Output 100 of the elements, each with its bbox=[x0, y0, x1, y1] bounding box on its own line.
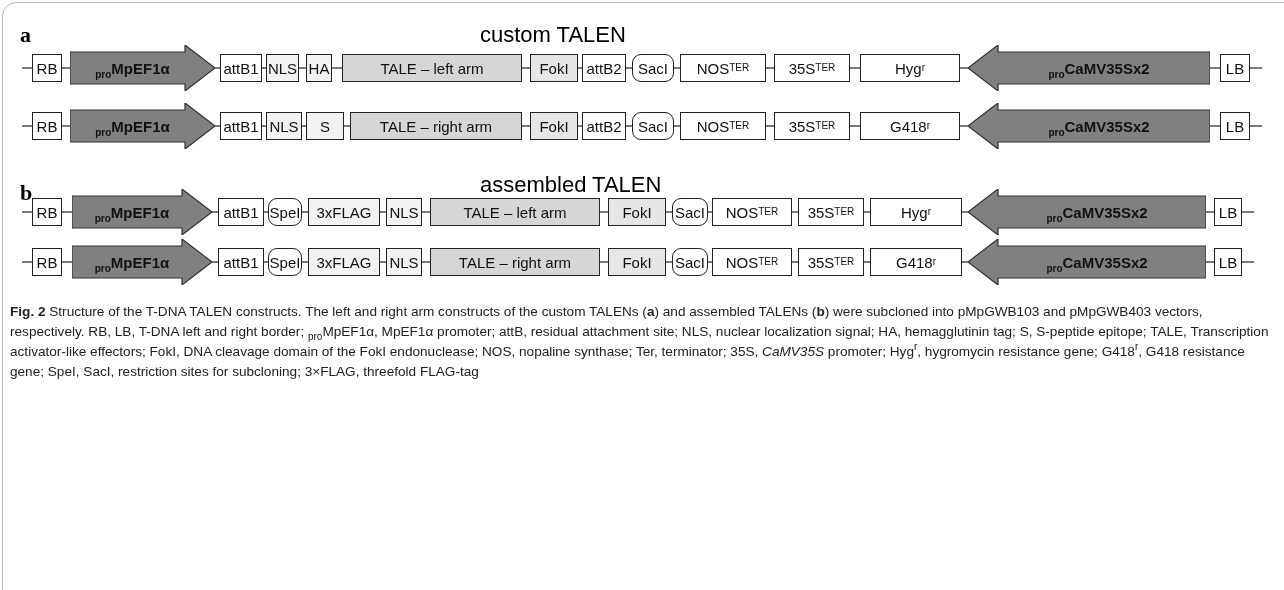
backbone-line bbox=[21, 67, 33, 69]
backbone-line bbox=[214, 125, 221, 127]
backbone-line bbox=[1209, 125, 1221, 127]
panel-heading: custom TALEN bbox=[480, 22, 626, 48]
segment-box: RB bbox=[32, 198, 62, 226]
backbone-line bbox=[625, 67, 633, 69]
backbone-line bbox=[421, 211, 431, 213]
segment-box: RB bbox=[32, 112, 62, 140]
panel-letter: b bbox=[20, 180, 33, 206]
segment-box: attB1 bbox=[218, 198, 264, 226]
panel-heading: assembled TALEN bbox=[480, 172, 662, 198]
backbone-line bbox=[1209, 67, 1221, 69]
segment-box: attB2 bbox=[582, 112, 626, 140]
backbone-line bbox=[599, 261, 609, 263]
promoter-block: $_{pro}$CaMV35Sx2 bbox=[968, 45, 1210, 91]
segment-box: Hyg$^{r}$ bbox=[860, 54, 960, 82]
promoter-block: $_{pro}$MpEF1α bbox=[72, 239, 212, 285]
domain-box: FokI bbox=[530, 112, 578, 140]
backbone-line bbox=[521, 67, 531, 69]
segment-box: G418$^{r}$ bbox=[870, 248, 962, 276]
domain-box: FokI bbox=[530, 54, 578, 82]
backbone-line bbox=[298, 67, 307, 69]
backbone-line bbox=[577, 67, 583, 69]
backbone-line bbox=[214, 67, 221, 69]
segment-box: Hyg$^{r}$ bbox=[870, 198, 962, 226]
backbone-line bbox=[261, 67, 267, 69]
tag-box: NLS bbox=[386, 198, 422, 226]
backbone-line bbox=[959, 125, 969, 127]
backbone-line bbox=[211, 261, 219, 263]
backbone-line bbox=[379, 261, 387, 263]
backbone-line bbox=[765, 125, 775, 127]
site-box: SacI bbox=[672, 198, 708, 226]
figure-caption: Fig. 2 Structure of the T-DNA TALEN constructs. The left and right arm constructs of the custom TALENs (a) and assembled TALENs (b) were subcloned into pMpGWB103 and pMpGWB403 vectors, respectively. RB, LB, T-DNA left and right border; $_{pro}$MpEF1α, MpEF1α promoter; attB, residual attachment site; NLS, nuclear localization signal; HA, hemagglutinin tag; S, S-peptide epitope; TALE, Transcription activator-like effectors; FokI, DNA cleavage domain of the FokI endonuclease; NOS, nopaline synthase; Ter, terminator; 35S, CaMV35S promoter; Hyg$^{r}$, hygromycin resistance gene; G418$^{r}$, G418 resistance gene; SpeI, SacI, restriction sites for subcloning; 3×FLAG, threefold FLAG-tag bbox=[10, 303, 1270, 381]
backbone-line bbox=[849, 67, 861, 69]
segment-box: attB2 bbox=[582, 54, 626, 82]
segment-box: RB bbox=[32, 54, 62, 82]
backbone-line bbox=[1249, 125, 1263, 127]
backbone-line bbox=[343, 125, 351, 127]
panel-letter: a bbox=[20, 22, 31, 48]
tag-box: NLS bbox=[266, 54, 299, 82]
backbone-line bbox=[959, 67, 969, 69]
backbone-line bbox=[961, 261, 969, 263]
arm-box: TALE – right arm bbox=[350, 112, 522, 140]
tag-box: 3xFLAG bbox=[308, 198, 380, 226]
backbone-line bbox=[673, 67, 681, 69]
backbone-line bbox=[61, 67, 71, 69]
backbone-line bbox=[665, 211, 673, 213]
arm-box: TALE – right arm bbox=[430, 248, 600, 276]
promoter-block: $_{pro}$MpEF1α bbox=[72, 189, 212, 235]
promoter-block: $_{pro}$CaMV35Sx2 bbox=[968, 103, 1210, 149]
tag-box: S bbox=[306, 112, 344, 140]
backbone-line bbox=[765, 67, 775, 69]
site-box: SacI bbox=[672, 248, 708, 276]
promoter-block: $_{pro}$CaMV35Sx2 bbox=[968, 189, 1206, 235]
backbone-line bbox=[1205, 261, 1215, 263]
backbone-line bbox=[211, 211, 219, 213]
backbone-line bbox=[521, 125, 531, 127]
backbone-line bbox=[301, 261, 309, 263]
backbone-line bbox=[665, 261, 673, 263]
backbone-line bbox=[1241, 261, 1255, 263]
segment-box: LB bbox=[1214, 248, 1242, 276]
backbone-line bbox=[849, 125, 861, 127]
backbone-line bbox=[707, 261, 713, 263]
site-box: SacI bbox=[632, 54, 674, 82]
promoter-block: $_{pro}$CaMV35Sx2 bbox=[968, 239, 1206, 285]
backbone-line bbox=[625, 125, 633, 127]
backbone-line bbox=[791, 211, 799, 213]
tag-box: NLS bbox=[386, 248, 422, 276]
segment-box: attB1 bbox=[218, 248, 264, 276]
backbone-line bbox=[21, 125, 33, 127]
backbone-line bbox=[379, 211, 387, 213]
domain-box: FokI bbox=[608, 198, 666, 226]
site-box: SpeI bbox=[268, 198, 302, 226]
domain-box: FokI bbox=[608, 248, 666, 276]
tag-box: NLS bbox=[266, 112, 302, 140]
backbone-line bbox=[673, 125, 681, 127]
backbone-line bbox=[1241, 211, 1255, 213]
backbone-line bbox=[1249, 67, 1263, 69]
backbone-line bbox=[961, 211, 969, 213]
tag-box: HA bbox=[306, 54, 332, 82]
backbone-line bbox=[21, 211, 33, 213]
backbone-line bbox=[61, 125, 71, 127]
backbone-line bbox=[21, 261, 33, 263]
segment-box: G418$^{r}$ bbox=[860, 112, 960, 140]
promoter-block: $_{pro}$MpEF1α bbox=[70, 103, 215, 149]
backbone-line bbox=[1205, 211, 1215, 213]
backbone-line bbox=[61, 211, 73, 213]
backbone-line bbox=[331, 67, 343, 69]
backbone-line bbox=[577, 125, 583, 127]
backbone-line bbox=[301, 211, 309, 213]
backbone-line bbox=[599, 211, 609, 213]
arm-box: TALE – left arm bbox=[430, 198, 600, 226]
backbone-line bbox=[863, 211, 871, 213]
backbone-line bbox=[421, 261, 431, 263]
segment-box: LB bbox=[1214, 198, 1242, 226]
segment-box: LB bbox=[1220, 112, 1250, 140]
segment-box: attB1 bbox=[220, 54, 262, 82]
backbone-line bbox=[61, 261, 73, 263]
segment-box: RB bbox=[32, 248, 62, 276]
site-box: SpeI bbox=[268, 248, 302, 276]
